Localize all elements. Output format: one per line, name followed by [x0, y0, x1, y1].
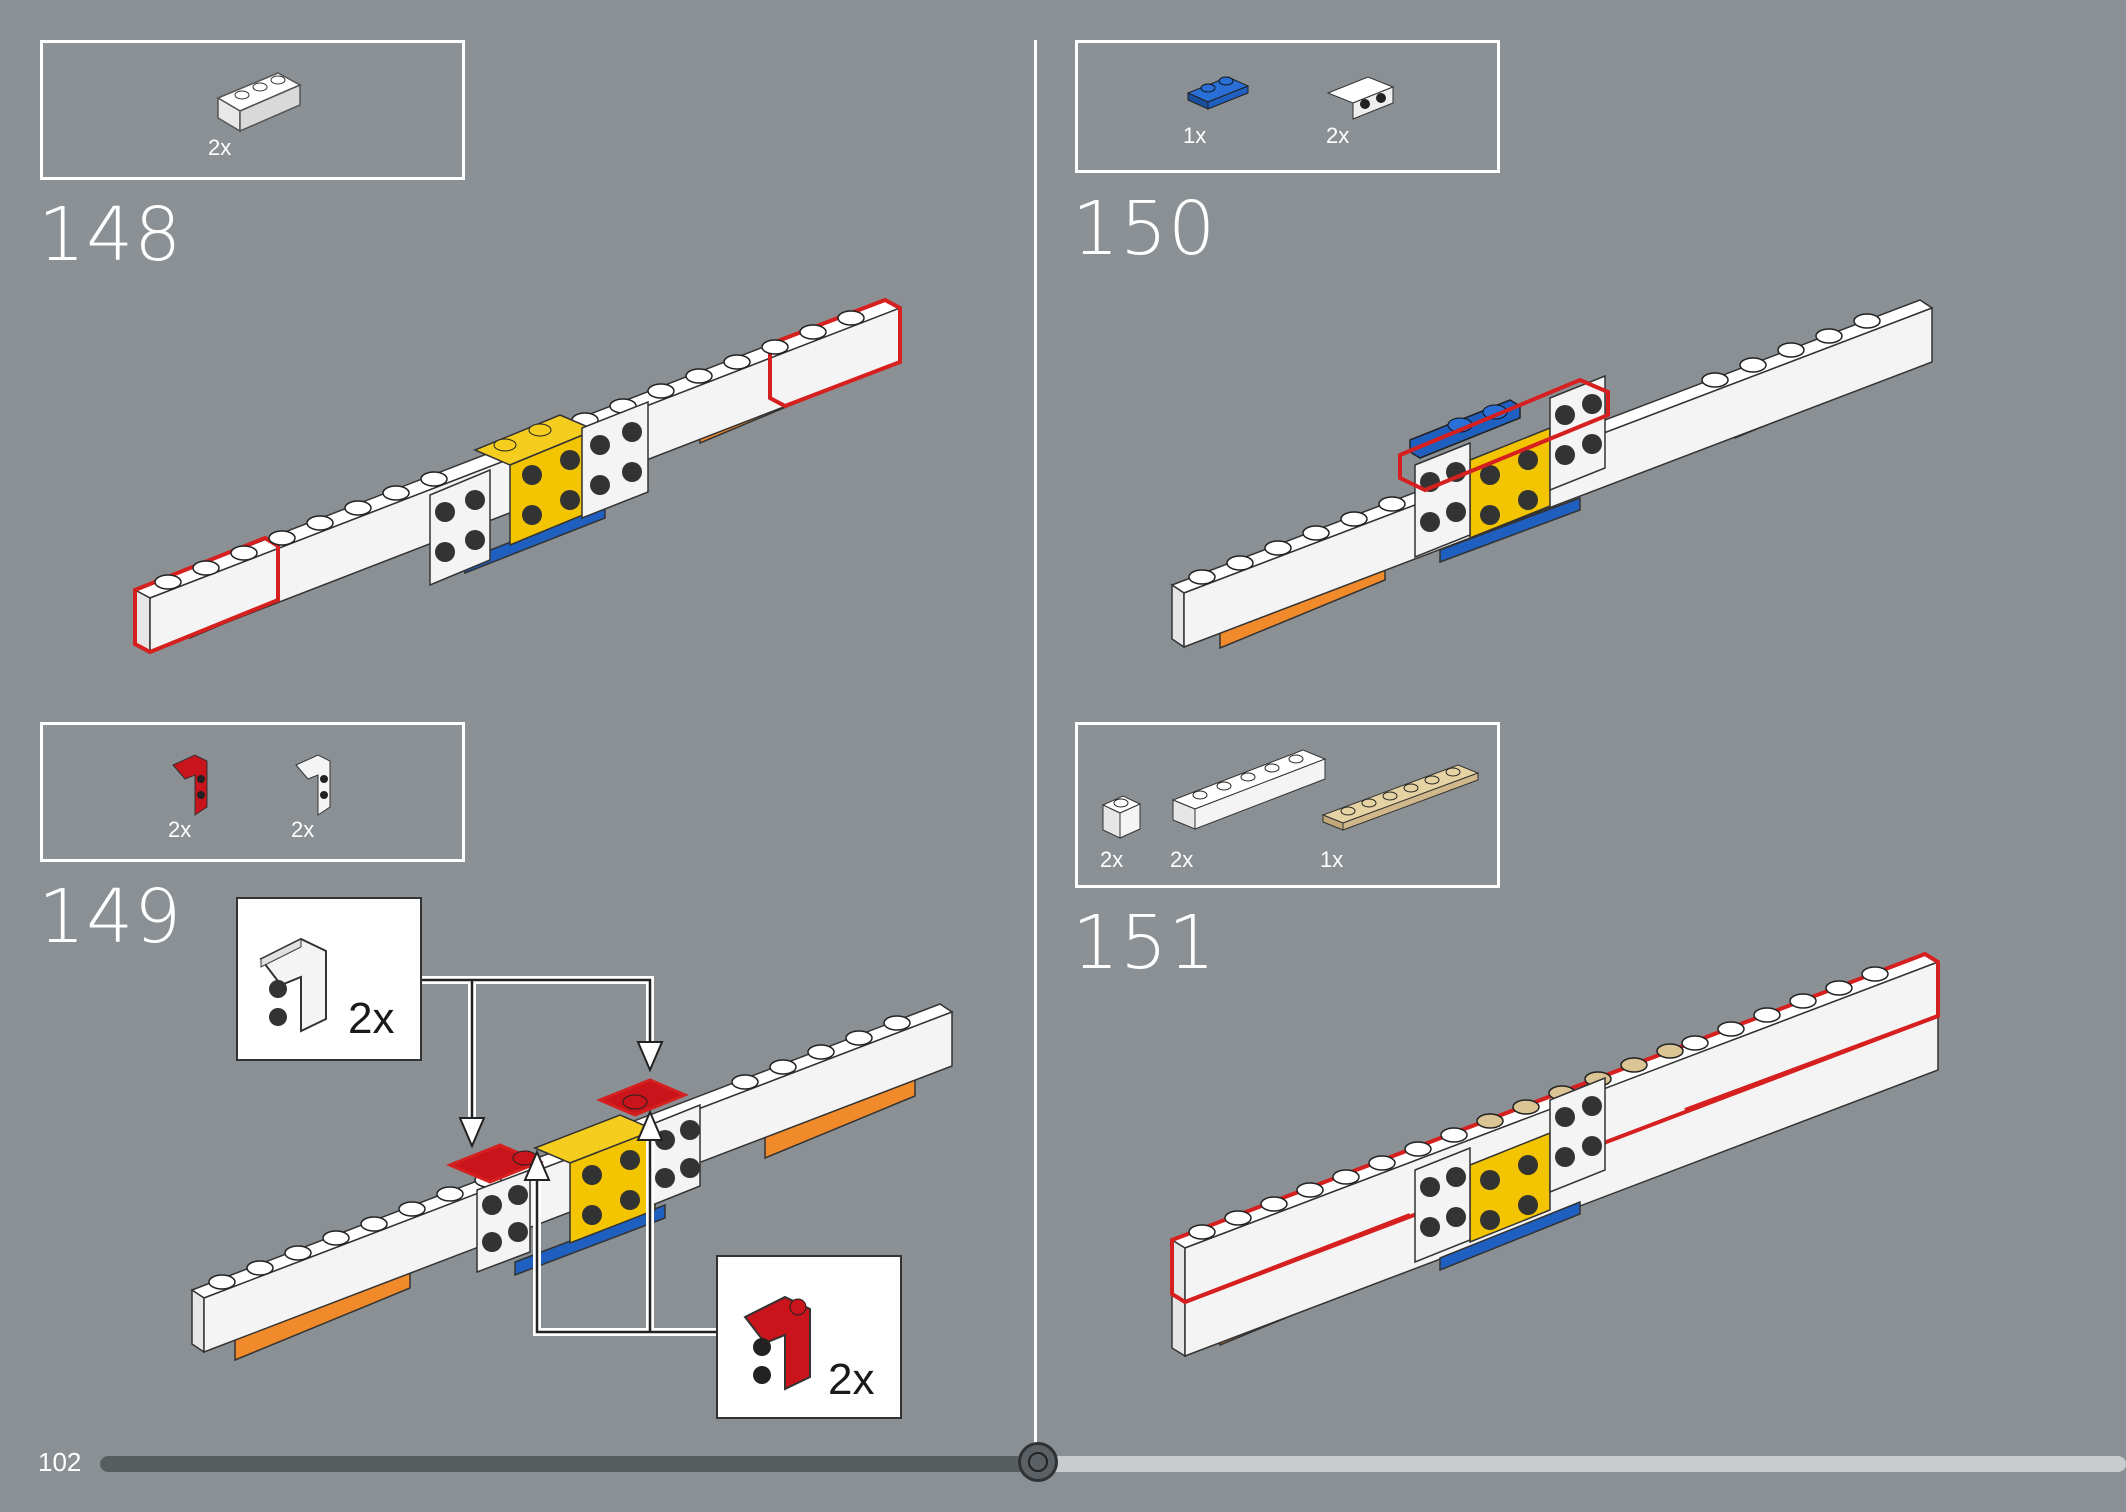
assembly-step-150 [1170, 299, 1934, 650]
white-brick-1x4-icon [1171, 749, 1327, 830]
callout-qty: 2x [828, 1355, 875, 1404]
part-qty: 2x [1326, 123, 1350, 148]
parts-box-step-150: 1x 2x [1075, 40, 1500, 173]
assembly-step-151 [1170, 951, 1940, 1358]
progress-fill [100, 1456, 1038, 1472]
page-number: 102 [38, 1447, 82, 1477]
white-brick-1x3-icon [216, 72, 302, 133]
assembly-step-149 [190, 1003, 954, 1362]
white-brick-1x1-icon [1101, 795, 1142, 839]
callout-arrows [420, 976, 717, 1336]
callout-qty: 2x [348, 994, 395, 1043]
part-qty: 2x [291, 817, 315, 842]
page-divider [1034, 40, 1037, 1446]
parts-box-step-148: 2x [40, 40, 465, 180]
step-number-151: 151 [1072, 900, 1217, 986]
progress-knob[interactable] [1018, 1442, 1058, 1482]
red-bracket-icon [743, 1295, 811, 1391]
callout-white-bracket: 2x [236, 897, 422, 1061]
part-qty: 1x [1183, 123, 1207, 148]
white-bracket-icon [1326, 76, 1395, 120]
part-qty: 2x [1100, 847, 1124, 872]
part-qty: 2x [168, 817, 192, 842]
parts-box-step-149: 2x 2x [40, 722, 465, 862]
white-bracket-icon [295, 754, 331, 816]
blue-plate-icon [1186, 76, 1250, 110]
part-qty: 1x [1320, 847, 1344, 872]
assembly-step-148 [133, 297, 902, 655]
red-bracket-icon [172, 754, 208, 816]
step-number-148: 148 [38, 192, 183, 278]
white-bracket-icon [259, 937, 327, 1033]
callout-red-bracket: 2x [716, 1255, 902, 1419]
part-qty: 2x [1170, 847, 1194, 872]
parts-box-step-151: 2x 2x 1x [1075, 722, 1500, 888]
step-number-150: 150 [1072, 186, 1217, 272]
part-qty: 2x [208, 135, 232, 160]
tan-plate-1x6-icon [1321, 764, 1480, 831]
progress-track[interactable] [100, 1456, 2126, 1472]
step-number-149: 149 [38, 874, 183, 960]
